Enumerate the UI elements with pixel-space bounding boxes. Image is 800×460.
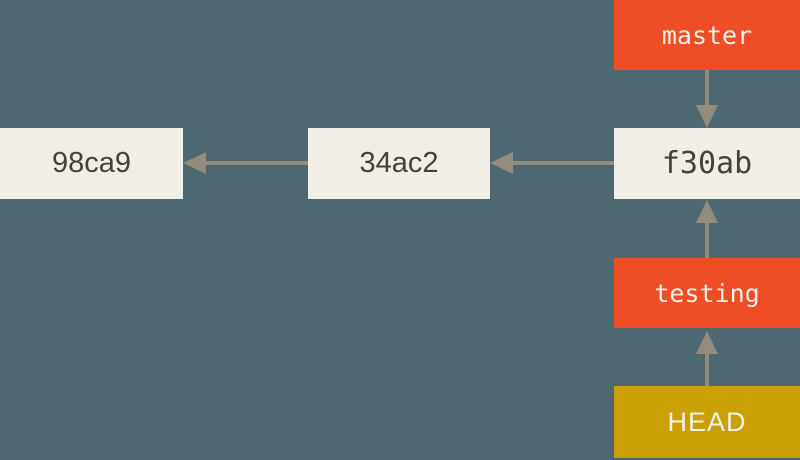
commit-id: 34ac2: [359, 147, 439, 179]
arrowhead-up-icon: [696, 331, 718, 354]
arrow-shaft-head-to-testing: [705, 352, 709, 386]
arrowhead-up-icon: [696, 200, 718, 223]
head-name: HEAD: [667, 406, 747, 437]
commit-id: f30ab: [661, 146, 753, 181]
arrow-shaft-master-to-f30ab: [705, 70, 709, 107]
branch-ref-master: master: [614, 0, 800, 70]
branch-ref-testing: testing: [614, 258, 800, 328]
arrow-shaft-f30ab-to-34ac2: [511, 161, 614, 165]
head-ref: HEAD: [614, 386, 800, 458]
commit-node-34ac2: 34ac2: [308, 128, 490, 199]
arrowhead-left-icon: [490, 152, 513, 174]
arrowhead-down-icon: [696, 105, 718, 128]
commit-node-98ca9: 98ca9: [0, 128, 183, 199]
branch-name: testing: [654, 278, 760, 308]
arrow-shaft-34ac2-to-98ca9: [204, 161, 308, 165]
arrow-shaft-testing-to-f30ab: [705, 221, 709, 258]
arrowhead-left-icon: [183, 152, 206, 174]
branch-name: master: [661, 20, 753, 50]
commit-id: 98ca9: [51, 147, 131, 179]
commit-node-f30ab: f30ab: [614, 128, 800, 199]
